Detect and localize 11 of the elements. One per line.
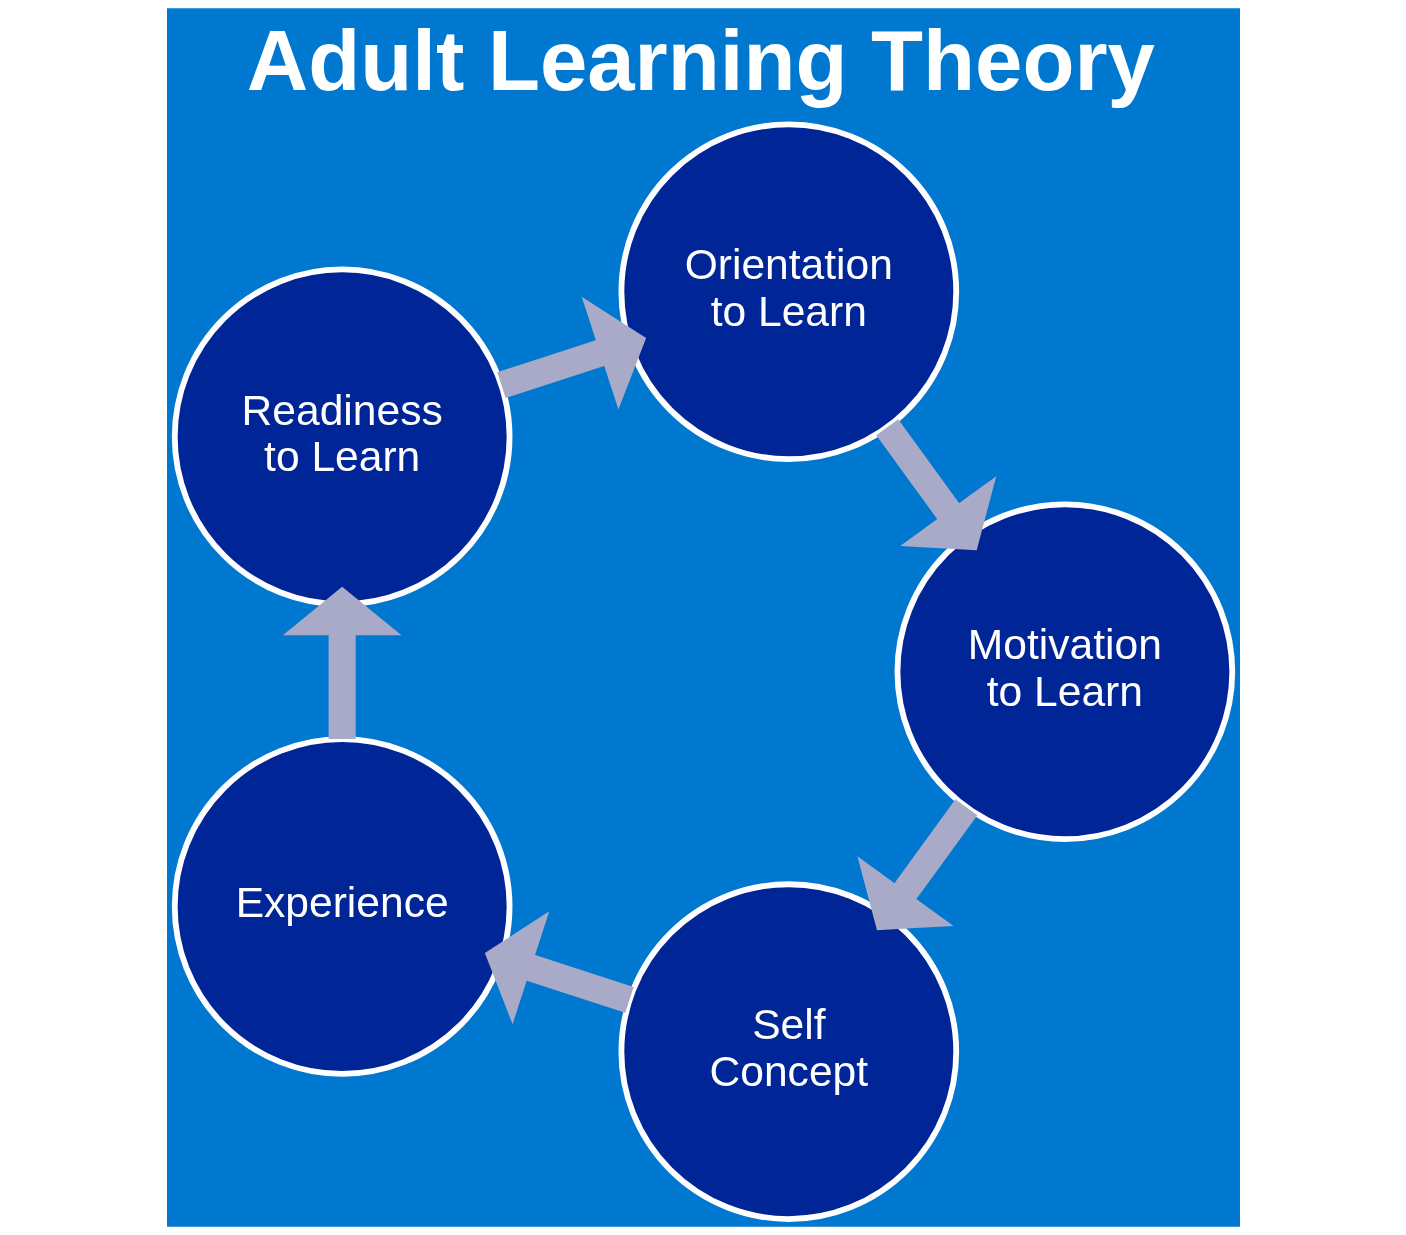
node-circle: Orientation to Learn — [618, 121, 959, 463]
arrow — [496, 296, 646, 410]
arrow — [856, 799, 977, 931]
node-circle: Readiness to Learn — [171, 266, 512, 608]
node-circle: Motivation to Learn — [894, 501, 1235, 842]
arrow — [484, 911, 634, 1025]
node-circle: Experience — [171, 736, 512, 1077]
diagram-title: Adult Learning Theory — [246, 12, 1155, 108]
arrow — [282, 586, 402, 739]
node-circle: Self Concept — [618, 881, 959, 1222]
arrow — [875, 419, 996, 551]
